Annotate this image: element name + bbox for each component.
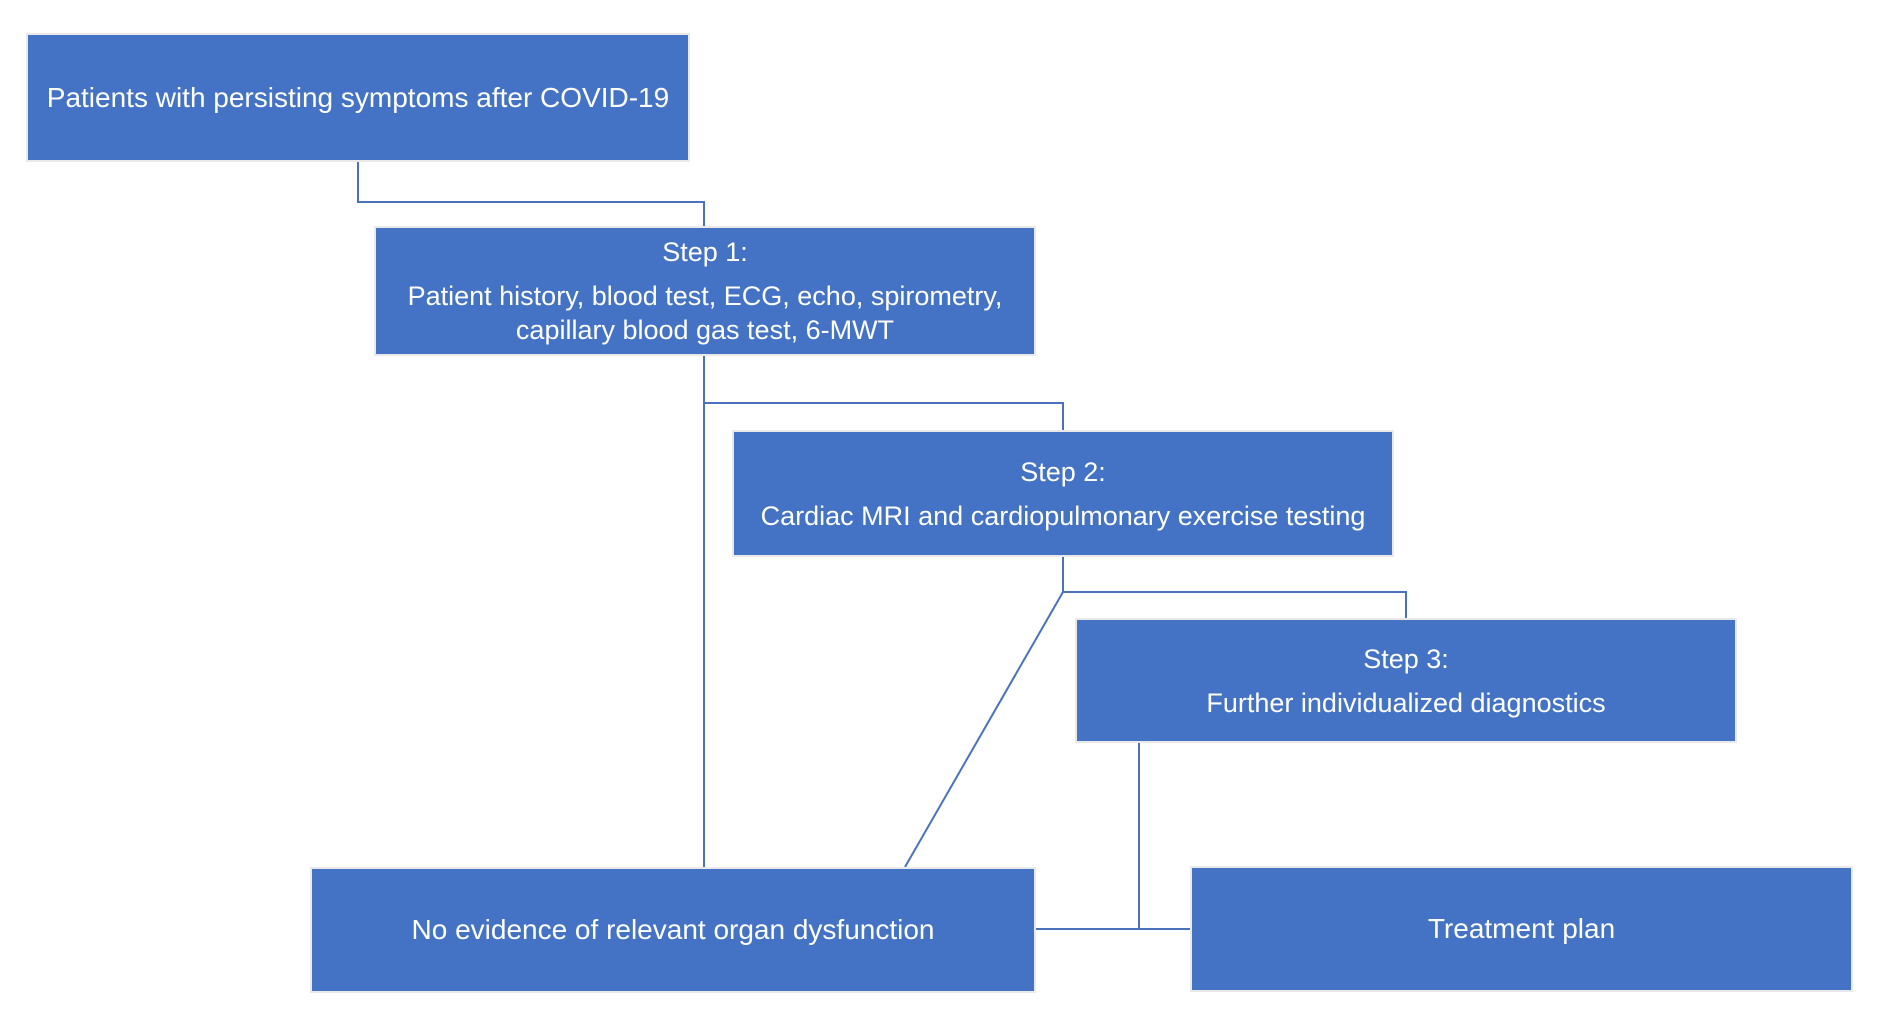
node-no-evidence-label: No evidence of relevant organ dysfunctio… (411, 914, 935, 945)
node-step2-line1: Cardiac MRI and cardiopulmonary exercise… (760, 500, 1366, 531)
node-step1-line2: capillary blood gas test, 6-MWT (515, 315, 895, 345)
node-step3-title: Step 3: (1363, 643, 1449, 674)
node-no-evidence: No evidence of relevant organ dysfunctio… (310, 867, 1036, 993)
node-step1: Step 1: Patient history, blood test, ECG… (374, 226, 1036, 356)
connector-step1-to-step2 (704, 402, 1064, 430)
node-step1-line1: Patient history, blood test, ECG, echo, … (407, 281, 1003, 311)
node-step2-title: Step 2: (1020, 456, 1106, 487)
node-patients-label: Patients with persisting symptoms after … (46, 81, 670, 113)
connector-step2-to-no-evidence (904, 591, 1064, 868)
node-step1-body: Patient history, blood test, ECG, echo, … (408, 279, 1003, 347)
node-step2: Step 2: Cardiac MRI and cardiopulmonary … (732, 430, 1394, 557)
connector-step2-to-step3 (1062, 557, 1407, 618)
node-step3-line1: Further individualized diagnostics (1206, 687, 1606, 718)
node-step3: Step 3: Further individualized diagnosti… (1075, 618, 1737, 743)
node-patients: Patients with persisting symptoms after … (26, 33, 690, 162)
connector-patients-to-step1 (357, 160, 705, 226)
node-treatment: Treatment plan (1190, 866, 1853, 992)
node-step1-title: Step 1: (662, 237, 748, 267)
node-treatment-label: Treatment plan (1427, 913, 1616, 944)
